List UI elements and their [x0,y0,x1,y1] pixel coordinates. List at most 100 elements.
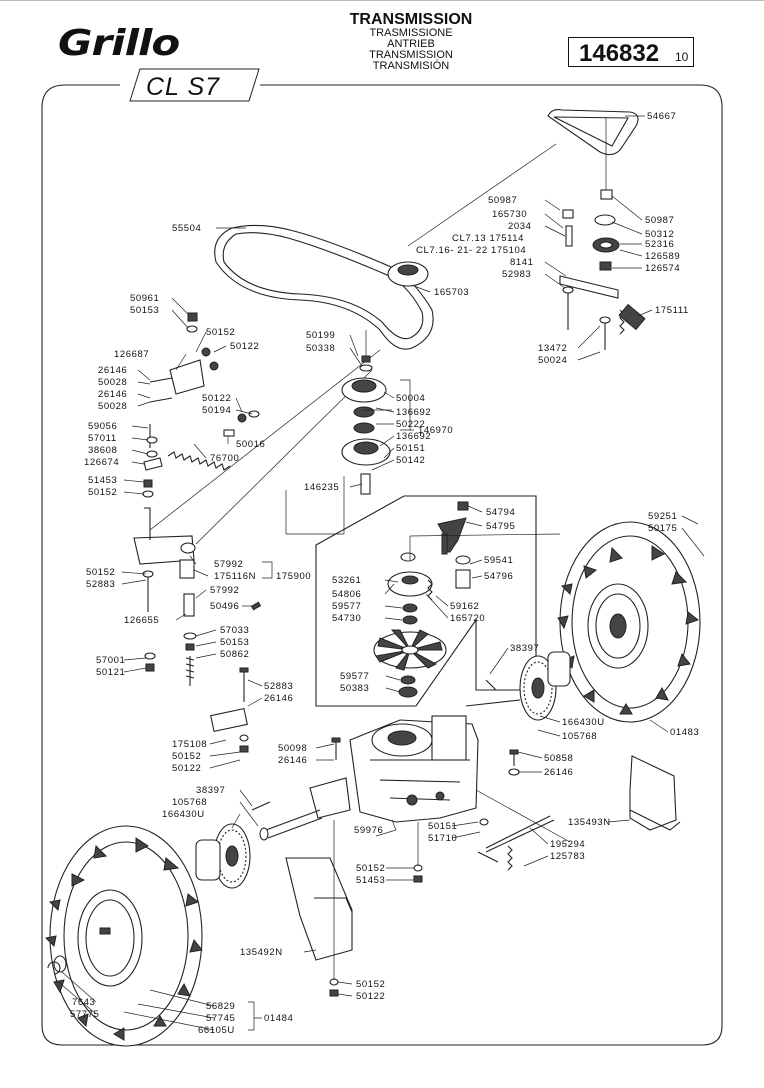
part-label: 195294 [550,839,585,850]
part-label: 175111 [655,305,689,316]
part-label: 50987 [645,215,674,226]
wheel-left-01484 [44,825,203,1047]
part-label: 50496 [210,601,239,612]
bracket-135492n [285,857,353,961]
part-label: 51710 [428,833,457,844]
part-label: 175116N [214,571,256,582]
part-label: 57992 [214,559,243,570]
part-label: 51453 [88,475,117,486]
part-label: 125783 [550,851,585,862]
part-label: 56829 [206,1001,235,1012]
part-label: 135492N [240,947,283,958]
part-label: 105768 [172,797,207,808]
part-label: 126674 [84,457,119,468]
part-label: 26146 [98,365,127,376]
part-label: 175108 [172,739,207,750]
part-label: 13472 [538,343,567,354]
part-label: 50122 [230,341,259,352]
part-label: 38608 [88,445,117,456]
part-label: 50153 [130,305,159,316]
part-label: CL7.13 175114 [452,233,524,244]
part-label: 50016 [236,439,265,450]
part-label: 50152 [172,751,201,762]
part-label: 59541 [484,555,513,566]
part-label: 166430U [162,809,205,820]
belt-54667 [547,109,639,156]
part-label: 57745 [206,1013,235,1024]
part-label: 55504 [172,223,201,234]
drawing-code-box: 146832 10 [568,37,694,67]
part-label: 59976 [354,825,383,836]
diagram-frame [41,84,723,1046]
spring-76700 [167,451,231,471]
part-label: 01483 [670,727,699,738]
sprocket-right [519,651,571,721]
part-label: 50175 [648,523,677,534]
part-label: 175900 [276,571,311,582]
part-label: 54730 [332,613,361,624]
part-label: 7643 [72,997,96,1008]
fan-54730 [373,629,447,671]
part-label: 105768 [562,731,597,742]
spring-125783 [507,845,513,871]
part-label: 126655 [124,615,159,626]
part-label: 59577 [340,671,369,682]
subtitle-de: ANTRIEB [387,38,435,50]
part-label: 50222 [396,419,425,430]
page-title: TRANSMISSION [349,11,473,28]
part-label: 50152 [86,567,115,578]
part-label: 50122 [356,991,385,1002]
bracket-126687 [169,359,205,395]
part-label: 26146 [98,389,127,400]
bracket-135493n [629,755,677,831]
part-label: 50024 [538,355,567,366]
part-label: 76700 [210,453,239,464]
part-label: 50151 [396,443,425,454]
part-label: 126687 [114,349,149,360]
part-label: 136692 [396,407,431,418]
part-label: 50194 [202,405,231,416]
part-label: 26146 [544,767,573,778]
part-label: 50383 [340,683,369,694]
part-label: 57011 [88,433,117,444]
part-label: 165703 [434,287,469,298]
subtitle-es: TRANSMISIÓN [372,60,450,72]
brand-logo: Grillo [58,22,180,64]
part-label: 165720 [450,613,485,624]
part-label: 57775 [70,1009,99,1020]
tension-arm [559,275,619,299]
subtitle-it: TRASMISSIONE [369,27,453,39]
part-label: 52316 [645,239,674,250]
part-label: 165730 [492,209,527,220]
part-label: 52883 [86,579,115,590]
part-label: 57033 [220,625,249,636]
part-label: 50858 [544,753,573,764]
part-label: 26146 [278,755,307,766]
title-block: TRANSMISSION TRASMISSIONE ANTRIEB TRANSM… [300,11,522,72]
part-label: 50153 [220,637,249,648]
part-label: 2034 [508,221,532,232]
part-label: 57992 [210,585,239,596]
model-tab [129,68,260,102]
part-label: 50987 [488,195,517,206]
part-label: 50199 [306,330,335,341]
part-label: 54806 [332,589,361,600]
part-label: 8141 [510,257,534,268]
part-label: 50152 [88,487,117,498]
part-label: 53261 [332,575,361,586]
top-rule [0,0,764,1]
belt-55504 [214,224,434,350]
part-label: CL7.16- 21- 22 175104 [416,245,526,256]
part-label: 135493N [568,817,611,828]
leader-lines [55,115,705,1031]
part-label: 59577 [332,601,361,612]
model-name: CL S7 [146,73,221,101]
part-label: 166430U [562,717,605,728]
part-label: 54667 [647,111,676,122]
sprocket-left [195,823,251,889]
part-label: 50004 [396,393,425,404]
part-labels: 54667 50987 165730 2034 CL7.13 175114 CL… [70,111,699,1036]
subtitle-fr: TRANSMISSION [369,49,453,61]
part-label: 57001 [96,655,125,666]
